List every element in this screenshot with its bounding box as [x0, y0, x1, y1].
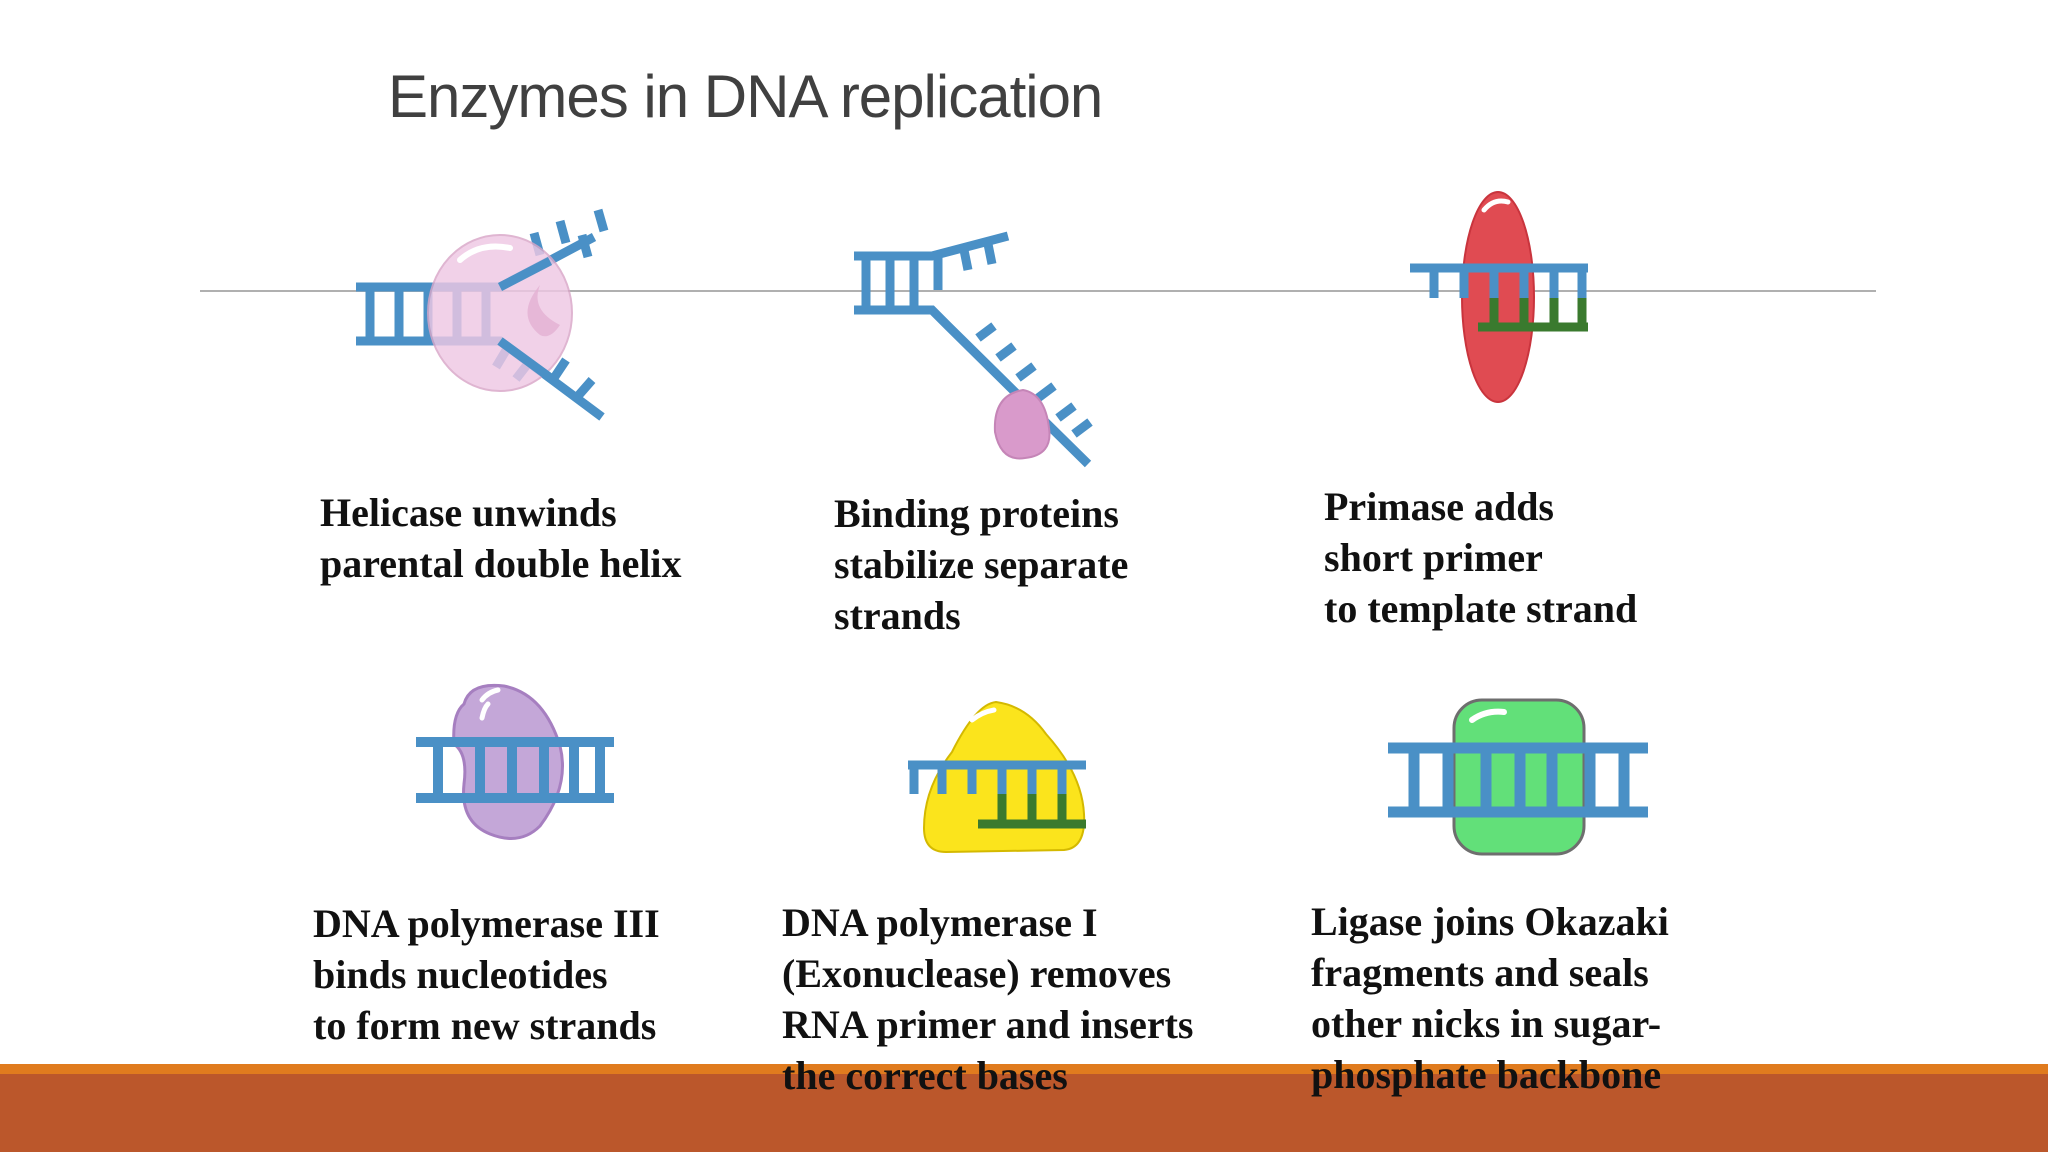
caption-primase: Primase adds short primer to template st…: [1324, 481, 1637, 634]
footer-accent-line: [0, 1064, 2048, 1074]
caption-line: to form new strands: [313, 1003, 657, 1048]
caption-polymerase-iii: DNA polymerase III binds nucleotides to …: [313, 898, 660, 1051]
caption-line: fragments and seals: [1311, 950, 1649, 995]
caption-line: to template strand: [1324, 586, 1638, 631]
caption-line: short primer: [1324, 535, 1543, 580]
caption-line: DNA polymerase I: [782, 900, 1098, 945]
caption-line: other nicks in sugar-: [1311, 1001, 1662, 1046]
caption-line: DNA polymerase III: [313, 901, 660, 946]
caption-ligase: Ligase joins Okazaki fragments and seals…: [1311, 896, 1669, 1100]
slide-title: Enzymes in DNA replication: [388, 63, 1103, 130]
caption-line: phosphate backbone: [1311, 1052, 1662, 1097]
helicase-icon: [356, 208, 609, 421]
caption-line: parental double helix: [320, 541, 682, 586]
caption-line: binds nucleotides: [313, 952, 608, 997]
caption-binding-proteins: Binding proteins stabilize separate stra…: [834, 488, 1128, 641]
caption-line: (Exonuclease) removes: [782, 951, 1172, 996]
caption-polymerase-i: DNA polymerase I (Exonuclease) removes R…: [782, 897, 1193, 1101]
caption-line: strands: [834, 593, 961, 638]
guide-line: [200, 290, 1876, 292]
caption-line: RNA primer and inserts: [782, 1002, 1194, 1047]
caption-line: Helicase unwinds: [320, 490, 617, 535]
caption-helicase: Helicase unwinds parental double helix: [320, 487, 682, 589]
dna-polymerase-i-icon: [908, 700, 1086, 854]
dna-polymerase-iii-icon: [416, 683, 614, 840]
binding-protein-icon: [854, 231, 1093, 468]
caption-line: the correct bases: [782, 1053, 1068, 1098]
caption-line: stabilize separate: [834, 542, 1129, 587]
caption-line: Primase adds: [1324, 484, 1554, 529]
primase-icon: [1410, 191, 1588, 403]
ligase-icon: [1388, 698, 1648, 856]
footer-bar: [0, 1074, 2048, 1152]
caption-line: Binding proteins: [834, 491, 1119, 536]
caption-line: Ligase joins Okazaki: [1311, 899, 1669, 944]
